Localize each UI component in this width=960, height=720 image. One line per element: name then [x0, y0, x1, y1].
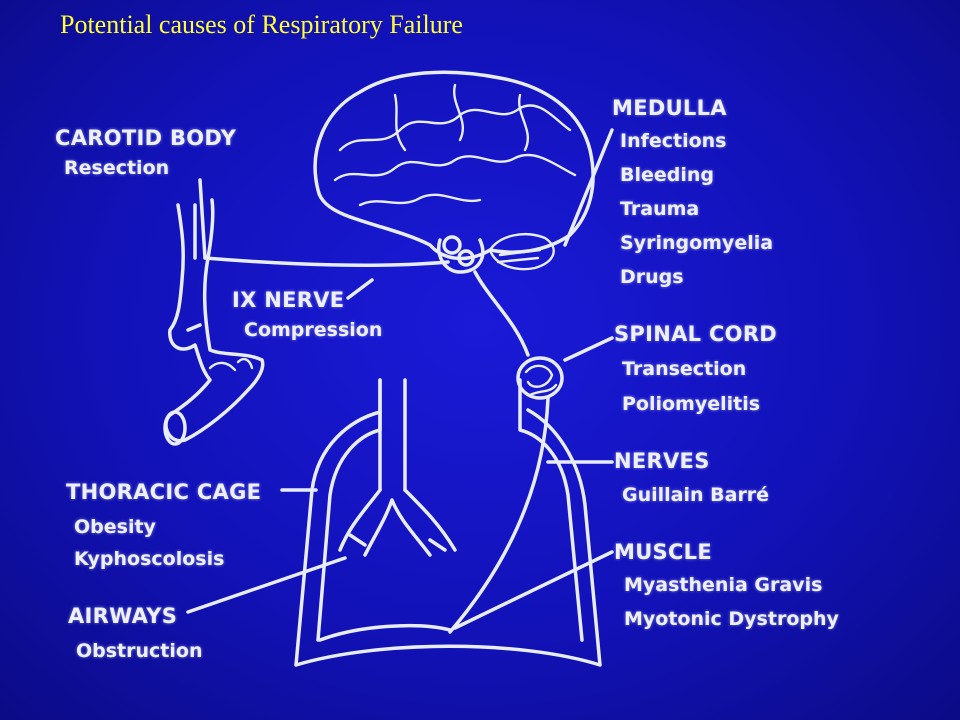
- ix-nerve-leader: [346, 278, 374, 300]
- medulla-heading: MEDULLA: [612, 96, 727, 120]
- cerebellum: [488, 233, 555, 271]
- nerves-heading: NERVES: [614, 449, 710, 473]
- carotid-bulb: [208, 357, 254, 372]
- airways-heading: AIRWAYS: [68, 604, 178, 628]
- medulla-item: Syringomyelia: [620, 232, 774, 254]
- ix-nerve-item: Compression: [244, 319, 383, 341]
- lung-right: [518, 378, 584, 642]
- thoracic-cage-item: Obesity: [74, 516, 156, 538]
- brain-folds: [333, 83, 577, 207]
- brainstem: [437, 235, 485, 274]
- thoracic-cage-item: Kyphoscolosis: [74, 548, 225, 570]
- spinal-cord-heading: SPINAL CORD: [614, 322, 778, 346]
- trachea: [378, 378, 407, 492]
- bronchi: [338, 488, 457, 557]
- airways-item: Obstruction: [76, 640, 203, 662]
- muscle-item: Myotonic Dystrophy: [624, 608, 839, 630]
- ix-nerve-heading: IX NERVE: [232, 288, 345, 312]
- muscle-heading: MUSCLE: [614, 540, 713, 564]
- carotid-leader: [198, 178, 207, 260]
- thoracic-cage-outline: [294, 408, 602, 667]
- muscle-leader: [453, 550, 614, 630]
- medulla-item: Trauma: [620, 198, 700, 220]
- slide-title: Potential causes of Respiratory Failure: [60, 10, 463, 39]
- spinal-cord-section-detail: [524, 364, 558, 397]
- ix-nerve-line: [203, 256, 450, 267]
- carotid-body-heading: CAROTID BODY: [55, 126, 237, 150]
- spinal-cord-section: [516, 356, 564, 400]
- carotid-vessel: [164, 198, 265, 443]
- thoracic-cage-heading: THORACIC CAGE: [66, 480, 262, 504]
- lung-left: [316, 378, 452, 642]
- spinal-cord-path: [473, 270, 530, 357]
- muscle-item: Myasthenia Gravis: [624, 574, 823, 596]
- medulla-leader: [563, 128, 614, 247]
- medulla-item: Bleeding: [620, 164, 715, 186]
- spinal-cord-item: Poliomyelitis: [622, 393, 761, 415]
- spinal-cord-leader: [563, 336, 614, 362]
- airways-leader: [186, 556, 347, 614]
- phrenic-nerve: [448, 396, 550, 634]
- medulla-item: Infections: [620, 130, 727, 152]
- carotid-body-item: Resection: [64, 157, 170, 179]
- brain-outline: [313, 70, 595, 261]
- medulla-item: Drugs: [620, 266, 684, 288]
- carotid-vessel-cut: [163, 410, 187, 446]
- spinal-cord-item: Transection: [622, 358, 747, 380]
- nerves-item: Guillain Barré: [622, 484, 770, 506]
